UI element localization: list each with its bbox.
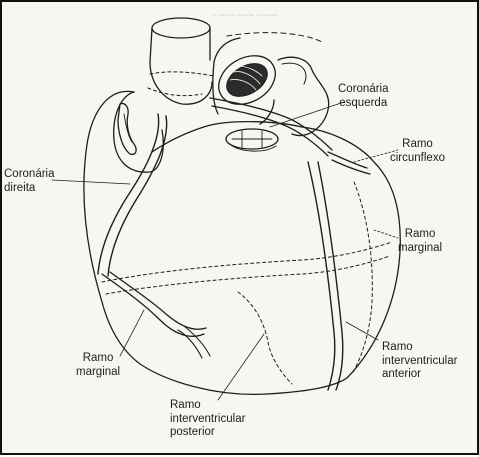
leader-left-coronary: [270, 102, 344, 127]
right-marginal-branch: [352, 182, 372, 374]
aorta-opening: [152, 18, 210, 38]
left-coronary-artery: [210, 98, 332, 150]
posterior-interventricular-branch: [238, 292, 292, 384]
leader-posterior-interventricular: [218, 334, 264, 400]
anterior-interventricular-branch: [308, 162, 335, 390]
leader-anterior-interventricular: [346, 322, 378, 340]
coronary-sulcus-dashed: [102, 242, 392, 282]
left-marginal-branch: [102, 274, 204, 336]
aorta-trunk: [150, 28, 210, 62]
circumflex-branch: [328, 152, 370, 174]
label-posterior-interventricular: Ramo interventricular posterior: [170, 399, 245, 440]
right-coronary-artery: [98, 114, 159, 274]
leader-right-marginal: [374, 230, 398, 238]
label-anterior-interventricular: Ramo interventricular anterior: [382, 341, 457, 382]
leader-right-coronary: [52, 180, 130, 184]
leader-left-marginal: [120, 310, 144, 356]
